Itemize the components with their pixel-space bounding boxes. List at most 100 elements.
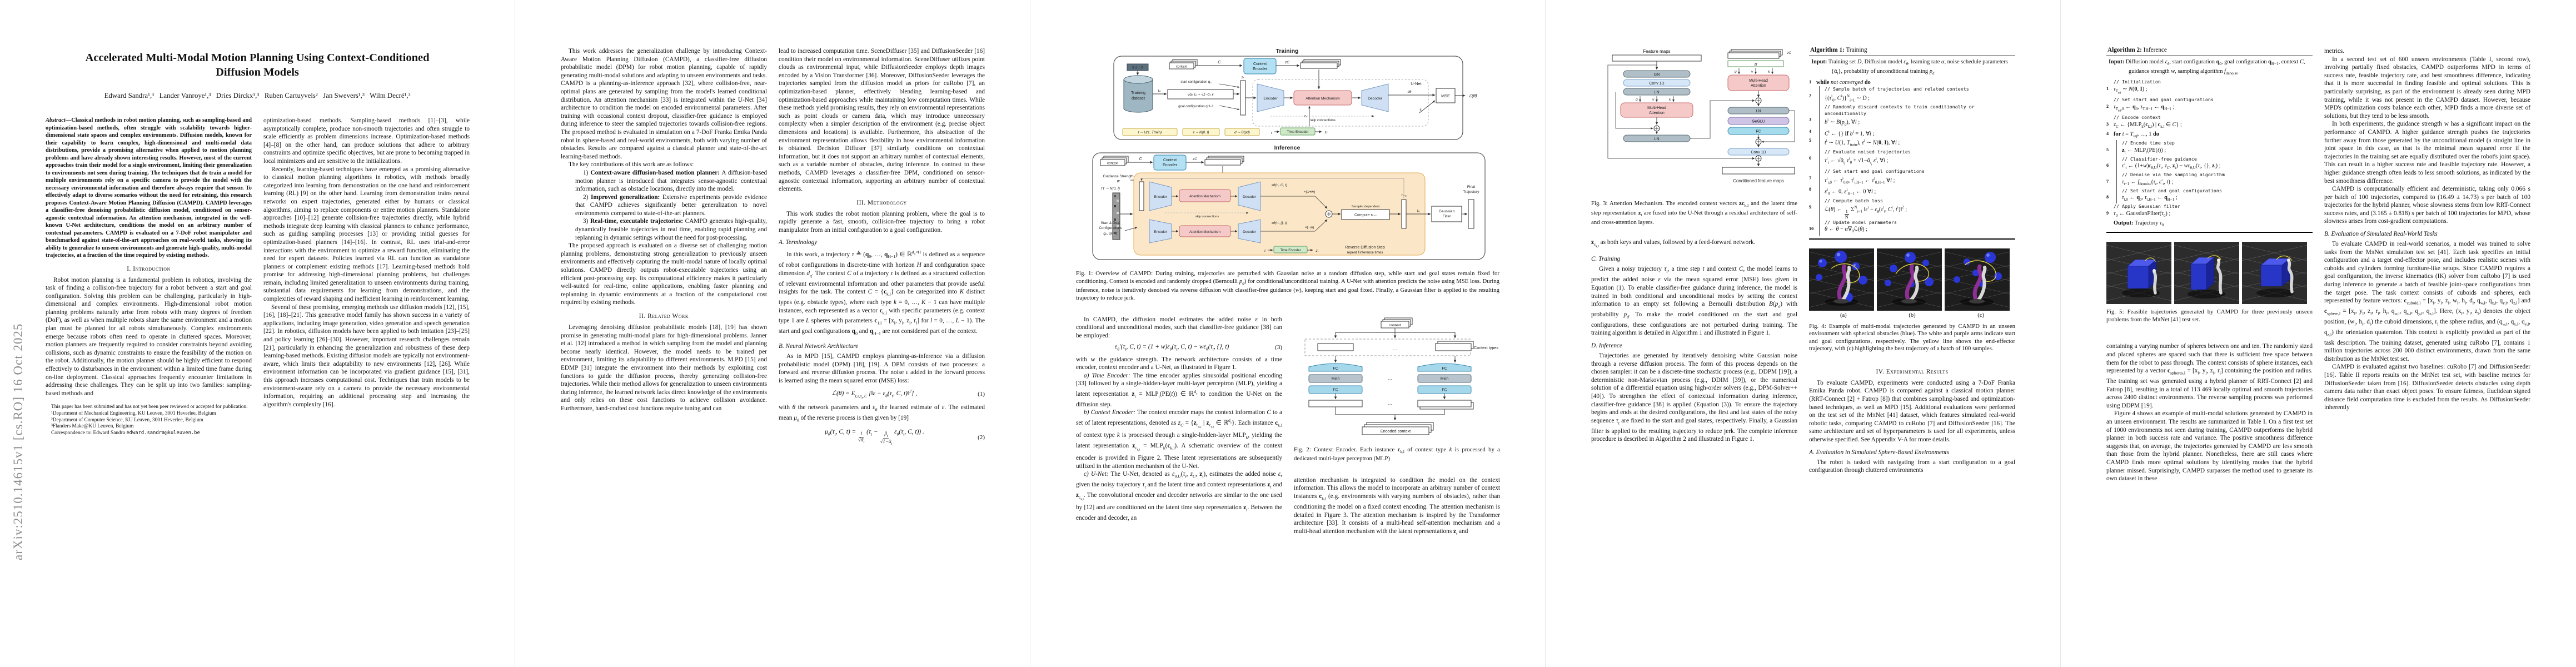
svg-text:ℒ(θ): ℒ(θ) — [1468, 93, 1477, 98]
figure-3: Feature maps GN Conv 1D LN q — [1591, 47, 1797, 226]
context-encoder-box — [1243, 58, 1277, 74]
svg-text:τ₀: τ₀ — [1158, 89, 1160, 93]
page-3: Training If d = 0 Training dataset conte… — [1030, 0, 1546, 667]
svg-text:Attention Mechanism: Attention Mechanism — [1189, 231, 1220, 234]
page4-column-1: Feature maps GN Conv 1D LN q — [1591, 47, 1797, 609]
start-arm — [1976, 265, 1987, 302]
svg-text:Final: Final — [1467, 185, 1476, 189]
equation-1: ℒ(θ) = Et,ε,τ0,C [‖ε − εθ(τt, C, t)‖2] ,… — [831, 389, 985, 400]
svg-text:context: context — [1107, 162, 1119, 166]
svg-text:τT ∼ N(0, I): τT ∼ N(0, I) — [1101, 187, 1120, 191]
figure-4-images — [1809, 248, 2015, 311]
svg-text:skip connections: skip connections — [1195, 215, 1219, 218]
conditioned-feature-maps-bar — [1722, 167, 1795, 175]
svg-text:τ₀: τ₀ — [1417, 209, 1419, 213]
svg-text:context: context — [1176, 65, 1188, 69]
paragraph: This work addresses the generalization c… — [561, 48, 767, 160]
algorithm-1: Algorithm 1: Training Input: Training se… — [1809, 47, 2015, 240]
svg-text:FC: FC — [1442, 367, 1447, 371]
svg-text:Conditioned feature maps: Conditioned feature maps — [1733, 178, 1784, 183]
svg-text:×(1+w): ×(1+w) — [1304, 190, 1315, 194]
figure4-sublabels: (a)(b)(c) — [1840, 312, 1985, 318]
paragraph: In a second test set of 600 unseen envir… — [2324, 56, 2530, 120]
noise-equation-box — [1167, 89, 1234, 99]
figure3-caption: Fig. 3: Attention Mechanism. The encoded… — [1591, 200, 1797, 226]
figure5-caption: Fig. 5: Feasible trajectories generated … — [2106, 308, 2313, 323]
svg-text:C: C — [1139, 156, 1142, 161]
robot-arm — [2216, 259, 2223, 295]
conv1d-layer — [1623, 79, 1691, 87]
svg-text:MSE: MSE — [1441, 93, 1450, 98]
page-4: Feature maps GN Conv 1D LN q — [1546, 0, 2061, 667]
svg-text:q: q — [1636, 98, 1638, 102]
cuboid-obstacle — [2127, 266, 2149, 289]
svg-text:Attention: Attention — [1649, 111, 1665, 115]
svg-text:Mish: Mish — [1441, 377, 1449, 381]
paragraph-time-encoder: a) Time Encoder: The time encoder applie… — [1076, 372, 1282, 408]
svg-text:zC: zC — [1284, 61, 1289, 64]
robot-arm — [2287, 259, 2294, 293]
trajectory-line — [1831, 263, 1860, 283]
svg-text:zₜ: zₜ — [1304, 115, 1307, 118]
subsection-inference: D. Inference — [1591, 342, 1623, 349]
svg-text:Context: Context — [1163, 158, 1177, 162]
paragraph: This work studies the robot motion plann… — [779, 210, 985, 233]
multi-head-attention-box — [1620, 102, 1693, 118]
robot-arm — [2153, 270, 2158, 295]
tau-t-slab — [1240, 80, 1246, 116]
svg-text:Multi-Head: Multi-Head — [1749, 79, 1768, 83]
svg-text:zₜ: zₜ — [1324, 131, 1327, 135]
training-dataset-cylinder — [1123, 75, 1153, 84]
svg-text:t ∼ U(1, Ttrain): t ∼ U(1, Ttrain) — [1138, 131, 1162, 135]
svg-text:FC: FC — [1442, 388, 1447, 392]
figure4-caption: Fig. 4: Example of multi-modal trajector… — [1809, 322, 2015, 352]
footnote-correspondence: Correspondence to: Edward Sandra edward.… — [51, 430, 200, 436]
paragraph-unet: c) U-Net: The U-Net, denoted as εθ,U(τt,… — [1076, 471, 1282, 522]
svg-text:start configuration q₀: start configuration q₀ — [1180, 81, 1212, 84]
multi-head-attention-box — [1727, 74, 1790, 91]
svg-text:Encoder: Encoder — [1154, 195, 1167, 199]
figure-1: Training If d = 0 Training dataset conte… — [1076, 47, 1499, 302]
paragraph: In this work, a trajectory τ ≜ (q0, …, q… — [779, 250, 985, 336]
figure5-image-3 — [2242, 242, 2307, 305]
paragraph: The robot is tasked with navigating from… — [1809, 459, 2015, 474]
fig1-training-label: Training — [1276, 48, 1299, 54]
page1-column-2: optimization-based methods. Sampling-bas… — [263, 117, 470, 568]
svg-text:Gaussian: Gaussian — [1439, 210, 1455, 213]
fig1-inference-label: Inference — [1274, 145, 1301, 151]
page-2: This work addresses the generalization c… — [515, 0, 1030, 667]
context-stack — [1169, 62, 1194, 69]
equation-3: εθ′(τt, C, t) = (1 + w)εθ(τt, C, t) − wε… — [1114, 344, 1282, 352]
svg-text:Start & Goal: Start & Goal — [1101, 221, 1120, 225]
equation-2: μθ(τt, C, t) = 1√ᾱt (τt − βt√1−ᾱt εθ(τt,… — [825, 428, 985, 446]
svg-text:LN: LN — [1655, 91, 1660, 94]
page2-column-1: This work addresses the generalization c… — [561, 47, 767, 609]
page-title: Accelerated Multi-Modal Motion Planning … — [85, 52, 430, 78]
svg-text:…: … — [1388, 400, 1393, 406]
trajectory-line — [2207, 255, 2221, 260]
eps-distribution-box — [1182, 128, 1220, 136]
svg-text:Encoder: Encoder — [1263, 97, 1278, 101]
section-heading-experimental-results: IV. Experimental Results — [1876, 368, 1949, 375]
paragraph: containing a varying number of spheres b… — [2106, 343, 2313, 409]
subsection-sphere-environments: A. Evaluation in Simulated Sphere-Based … — [1809, 449, 1950, 456]
page3-column-2: context Context types … FC — [1294, 316, 1500, 577]
svg-text:zC: zC — [1786, 51, 1791, 55]
paragraph: lead to increased computation time. Scen… — [779, 48, 985, 193]
context-stack-inf — [1100, 159, 1125, 166]
mish-layer — [1417, 374, 1472, 383]
svg-text:Reverse Diffusion Step: Reverse Diffusion Step — [1345, 246, 1385, 250]
trajectory-line — [2145, 257, 2156, 262]
svg-text:v: v — [1652, 98, 1655, 102]
figure4-image-a — [1809, 248, 1874, 311]
page-5: Algorithm 2: Inference Input: Diffusion … — [2061, 0, 2576, 667]
svg-text:repeat Tinference times: repeat Tinference times — [1347, 251, 1383, 255]
footnote: ¹Department of Mechanical Engineering, K… — [51, 411, 216, 416]
svg-text:Guidance Strength: Guidance Strength — [1103, 175, 1134, 178]
section-heading-related-work: II. Related Work — [639, 313, 689, 320]
svg-text:Decoder: Decoder — [1243, 195, 1256, 199]
svg-text:Attention Mechanism: Attention Mechanism — [1306, 97, 1340, 101]
cuboid-obstacle — [2260, 265, 2283, 287]
cuboid-obstacle — [2190, 263, 2207, 290]
